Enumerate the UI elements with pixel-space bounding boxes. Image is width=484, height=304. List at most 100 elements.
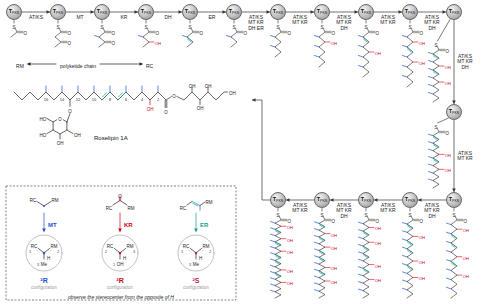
protein-letter: T [273,9,276,15]
methyl-bond [271,259,276,261]
arrowhead [252,98,256,102]
backbone-bonds [14,92,166,100]
reaction-arrow [44,213,45,229]
chain-bonds [319,29,325,68]
thioester-bond [322,209,323,212]
edge-label-box: MT [72,15,88,21]
carrier-protein: TPKS [358,4,374,20]
chain-bonds [433,47,439,103]
carbonyl-bond [458,219,463,220]
methyl-bond [359,222,364,224]
connector [374,198,402,202]
methyl-bond [271,228,276,230]
carbonyl-bond [106,41,111,42]
methyl-bond [447,269,452,271]
stereo-panels [26,197,214,271]
connector-line [154,12,182,13]
methyl-bond [447,260,452,262]
hydroxyl-bond [281,269,286,270]
protein-letter: T [405,9,408,15]
edge-label-box: DH [160,15,176,21]
edge-label: AT/KS [28,15,44,21]
methyl-bond [359,56,364,58]
edge-label: AT/KS MT KR [292,15,308,26]
arrowhead [418,198,422,202]
connector-line [418,200,446,201]
methyl-bond [403,255,408,256]
protein-letter: T [317,197,320,203]
stereocenter-dot [43,205,45,207]
protein-letter: T [361,9,364,15]
thioester-bond [454,209,455,212]
acyl-chain [271,21,288,58]
edge-label: DH [160,15,176,21]
double-bond [451,234,457,239]
product-box: Roselipin 1A [8,58,252,150]
chain-bonds [407,29,413,88]
reaction-arrow [120,213,121,229]
double-bond [319,223,325,227]
chain-bonds [433,129,439,189]
methyl-bond [359,36,364,38]
methyl-bond [429,179,434,181]
methyl-bond [315,222,320,224]
carbonyl-bond [440,49,445,50]
carbonyl-bond [370,219,375,220]
protein-subscript: PKS [232,12,239,16]
edge-label-box: AT/KS [28,15,44,21]
methyl-bond [359,66,364,68]
hydroxyl-bond [457,256,462,257]
arrowhead [118,229,122,233]
carbonyl-bond [106,31,111,32]
double-bond [319,271,325,275]
carbonyl-bond [238,31,243,32]
protein-subscript: PKS [320,12,327,16]
thioester-bond [366,209,367,212]
methyl-bond [271,222,276,224]
methyl-bond [403,231,408,233]
protein-letter: T [361,197,364,203]
methyl-bond [403,76,408,78]
double-bond [433,54,439,58]
methyl-bond [315,36,320,38]
view-circle [102,235,138,271]
carrier-protein: TPKS [94,4,110,20]
connector [418,10,446,14]
connector-line [374,200,402,201]
methyl-bond [271,253,276,255]
chain-bonds [187,29,193,48]
acyl-chain [403,21,420,88]
hydroxyl-bond [281,238,286,239]
edge-label-box: KR [116,15,132,21]
acyl-chain [183,21,200,48]
thioester-bond [410,209,411,212]
carbonyl-bond [119,197,120,201]
hydroxyl-bond [369,264,374,265]
edge-label-box: AT/KS MT KR [292,203,308,214]
methyl-bond [315,276,320,278]
thioester-bond [278,209,279,212]
protein-letter: T [185,9,188,15]
double-bond [275,273,281,277]
double-bond [363,246,369,250]
carrier-protein: TPKS [402,192,418,208]
arrowhead [194,229,198,233]
carbonyl-bond [414,219,419,220]
methyl-bond [403,288,408,290]
acyl-chain [447,209,464,299]
chain-drawings [11,20,463,299]
edge-label: AT/KS MT KR DH ER [248,15,264,32]
methyl-bond [271,46,276,48]
methyl-bond [429,164,434,166]
bond [191,249,202,260]
methyl-bond [447,223,452,225]
edge-label-box: AT/KS MT KR DH [336,15,352,32]
hydroxyl-bond [439,169,444,170]
methyl-bond [139,36,144,38]
hydroxyl-bond [149,42,154,43]
methyl-bond [315,290,320,292]
carrier-protein: TPKS [358,192,374,208]
hydroxyl-bond [413,236,418,237]
double-bond [319,237,325,241]
edge-label: AT/KS MT KR DH [336,15,352,32]
